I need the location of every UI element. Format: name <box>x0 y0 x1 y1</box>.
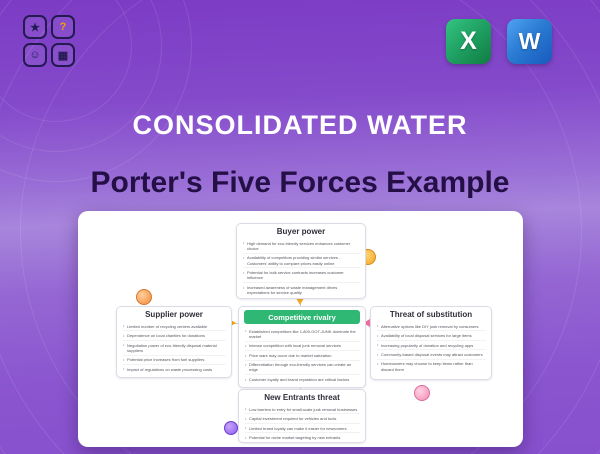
bullet-item: Availability of competitors providing si… <box>243 254 360 269</box>
excel-icon[interactable]: X <box>446 19 491 64</box>
arrow-down-icon <box>296 298 304 305</box>
logo-star-icon: ★ <box>23 15 47 39</box>
arrow-right-icon <box>229 319 236 327</box>
excel-letter: X <box>460 27 477 55</box>
bullet-item: Potential price increases from fuel supp… <box>123 356 226 366</box>
box-title: Buyer power <box>276 227 326 236</box>
page-subtitle: Porter's Five Forces Example <box>90 166 510 199</box>
bullet-list: Limited number of recycling centers avai… <box>117 321 231 377</box>
bullet-item: Potential for niche market targeting by … <box>245 433 360 442</box>
bullet-list: Alternative options like DIY junk remova… <box>371 321 491 377</box>
bullet-list: Low barriers to entry for small-scale ju… <box>239 404 365 442</box>
logo-face-icon: ☺ <box>23 43 47 67</box>
bullet-item: Limited brand loyalty can make it easier… <box>245 424 360 434</box>
bullet-item: Community-based disposal events may attr… <box>377 350 486 360</box>
bullet-item: Price wars may occur due to market satur… <box>245 351 360 361</box>
supplier-power-box: Supplier power Limited number of recycli… <box>116 306 232 378</box>
bullet-item: Increasing popularity of donation and re… <box>377 341 486 351</box>
bullet-item: Customer loyalty and brand reputation ar… <box>245 375 360 383</box>
bullet-item: High demand for eco-friendly services en… <box>243 239 360 254</box>
bullet-list: High demand for eco-friendly services en… <box>237 238 365 298</box>
bullet-item: Increased awareness of waste management … <box>243 283 360 297</box>
word-letter: W <box>518 28 541 54</box>
logo-question-icon: ? <box>51 15 75 39</box>
bullet-list: Established competitors like 1-800-GOT-J… <box>239 326 365 387</box>
box-title-green: Competitive rivalry <box>244 310 360 324</box>
competitive-rivalry-box: Competitive rivalry Established competit… <box>238 306 366 388</box>
app-logo[interactable]: ★ ? ☺ ▦ <box>21 13 81 73</box>
threat-of-substitution-box: Threat of substitution Alternative optio… <box>370 306 492 380</box>
word-icon[interactable]: W <box>507 19 552 64</box>
bullet-item: Impact of regulations on waste processin… <box>123 365 226 373</box>
bullet-item: Availability of local disposal services … <box>377 331 486 341</box>
bullet-item: Low barriers to entry for small-scale ju… <box>245 405 360 415</box>
bullet-item: Limited number of recycling centers avai… <box>123 322 226 332</box>
bullet-item: Negotiation power of eco-friendly dispos… <box>123 341 226 356</box>
handshake-icon <box>136 289 152 305</box>
bullet-item: Homeowners may choose to keep items rath… <box>377 360 486 374</box>
flower-icon <box>414 385 430 401</box>
bullet-item: Potential for bulk service contracts inc… <box>243 268 360 284</box>
bullet-item: Dependence on local charities for donati… <box>123 331 226 341</box>
five-forces-card: Buyer power High demand for eco-friendly… <box>78 211 523 447</box>
new-entrants-box: New Entrants threat Low barriers to entr… <box>238 389 366 443</box>
bullet-item: Intense competition with local junk remo… <box>245 342 360 352</box>
box-title: Threat of substitution <box>389 310 473 319</box>
gem-icon <box>224 421 238 435</box>
bullet-item: Differentiation through eco-friendly ser… <box>245 361 360 376</box>
buyer-power-box: Buyer power High demand for eco-friendly… <box>236 223 366 299</box>
bullet-item: Alternative options like DIY junk remova… <box>377 322 486 332</box>
arrow-left-icon <box>363 319 370 327</box>
bullet-item: Established competitors like 1-800-GOT-J… <box>245 327 360 342</box>
bullet-item: Capital investment required for vehicles… <box>245 414 360 424</box>
box-title: Supplier power <box>145 310 203 319</box>
logo-grid-icon: ▦ <box>51 43 75 67</box>
page-title: CONSOLIDATED WATER <box>132 110 468 140</box>
box-title: New Entrants threat <box>264 393 340 402</box>
